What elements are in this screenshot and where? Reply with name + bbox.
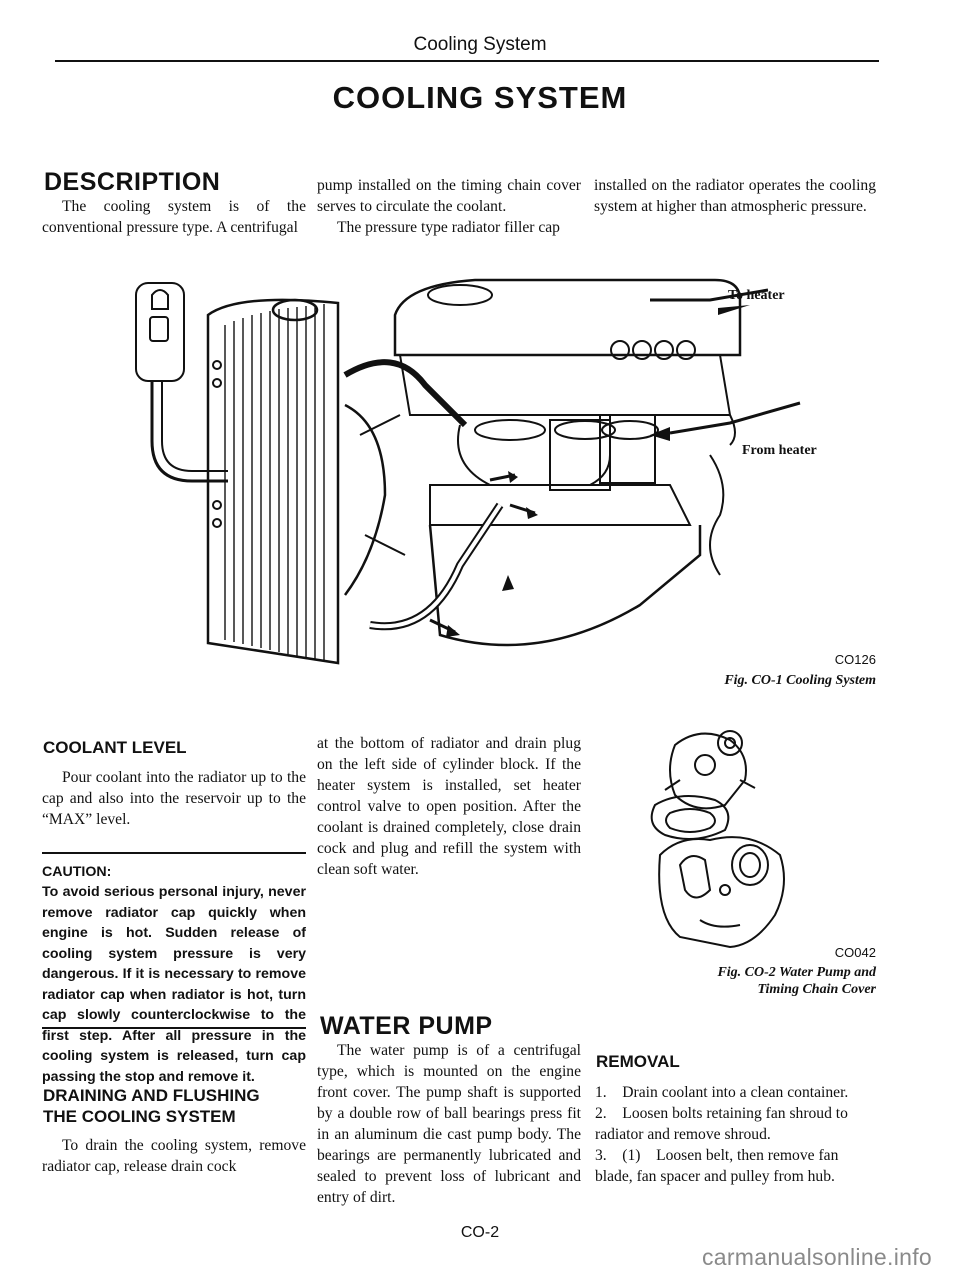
figure1-code: CO126: [834, 652, 876, 667]
page-number: CO-2: [460, 1224, 500, 1241]
watermark: carmanualsonline.info: [701, 1244, 932, 1270]
draining-heading-line2: THE COOLING SYSTEM: [43, 1107, 236, 1126]
overflow-hose: [150, 381, 228, 483]
removal-step: 2. Loosen bolts retaining fan shroud to …: [595, 1105, 848, 1143]
lower-hose: [369, 502, 504, 631]
description-col1-text: The cooling system is of the conventiona…: [42, 198, 306, 236]
header-rule: [55, 60, 879, 62]
caution-rule-bottom: [42, 1027, 306, 1029]
label-from-heater: From heater: [742, 443, 817, 458]
water-pump-body: [669, 732, 747, 810]
removal-steps: 1. Drain coolant into a clean container.…: [595, 1082, 877, 1187]
figure2-code: CO042: [834, 945, 876, 960]
draining-text-col1: To drain the cooling system, remove radi…: [42, 1137, 306, 1175]
description-col1: The cooling system is of the conventiona…: [42, 196, 306, 238]
draining-body-col2: at the bottom of radiator and drain plug…: [317, 733, 581, 880]
gasket: [650, 795, 730, 840]
figure2-caption-line1: Fig. CO-2 Water Pump and: [717, 965, 876, 980]
draining-body-col1: To drain the cooling system, remove radi…: [42, 1135, 306, 1177]
description-col2-text-a: pump installed on the timing chain cover…: [317, 177, 581, 215]
description-col2: pump installed on the timing chain cover…: [317, 175, 581, 238]
radiator: [206, 298, 340, 665]
coolant-level-text: Pour coolant into the radiator up to the…: [42, 769, 306, 828]
caution-heading: CAUTION:: [42, 864, 112, 880]
water-pump-body: The water pump is of a centrifugal type,…: [317, 1040, 581, 1208]
draining-heading-line1: DRAINING AND FLUSHING: [43, 1086, 260, 1105]
figure2-caption-line2: Timing Chain Cover: [757, 982, 876, 997]
caution-text: To avoid serious personal injury, never …: [42, 884, 306, 1085]
removal-step: 1. Drain coolant into a clean container.: [595, 1084, 849, 1101]
coolant-level-body: Pour coolant into the radiator up to the…: [42, 767, 306, 830]
water-pump-heading: WATER PUMP: [320, 1012, 493, 1040]
description-col3-text: installed on the radiator operates the c…: [594, 177, 876, 215]
water-pump-text: The water pump is of a centrifugal type,…: [317, 1042, 581, 1206]
oil-pan: [428, 524, 702, 647]
fan: [343, 403, 387, 596]
removal-heading: REMOVAL: [596, 1052, 680, 1071]
heater-pipe-in: [669, 401, 801, 435]
water-pump-illustration: [650, 730, 785, 949]
reservoir-tank: [135, 282, 185, 382]
figure1-caption: Fig. CO-1 Cooling System: [724, 673, 876, 688]
caution-rule-top: [42, 852, 306, 854]
removal-step: 3. (1) Loosen belt, then remove fan blad…: [595, 1147, 839, 1185]
label-to-heater: To heater: [728, 288, 785, 303]
timing-chain-cover: [658, 836, 785, 949]
page-title: COOLING SYSTEM: [332, 80, 628, 115]
to-heater-arrow: [718, 305, 750, 315]
description-col3: installed on the radiator operates the c…: [594, 175, 876, 217]
description-col2-text-b: The pressure type radiator filler cap: [337, 219, 560, 236]
running-title: Cooling System: [413, 34, 547, 55]
description-heading: DESCRIPTION: [44, 168, 221, 196]
draining-text-col2: at the bottom of radiator and drain plug…: [317, 735, 581, 878]
heater-pipe-out: [650, 288, 769, 302]
rocker-cover: [393, 278, 742, 357]
cooling-system-illustration: [135, 278, 801, 665]
coolant-level-heading: COOLANT LEVEL: [43, 738, 187, 757]
